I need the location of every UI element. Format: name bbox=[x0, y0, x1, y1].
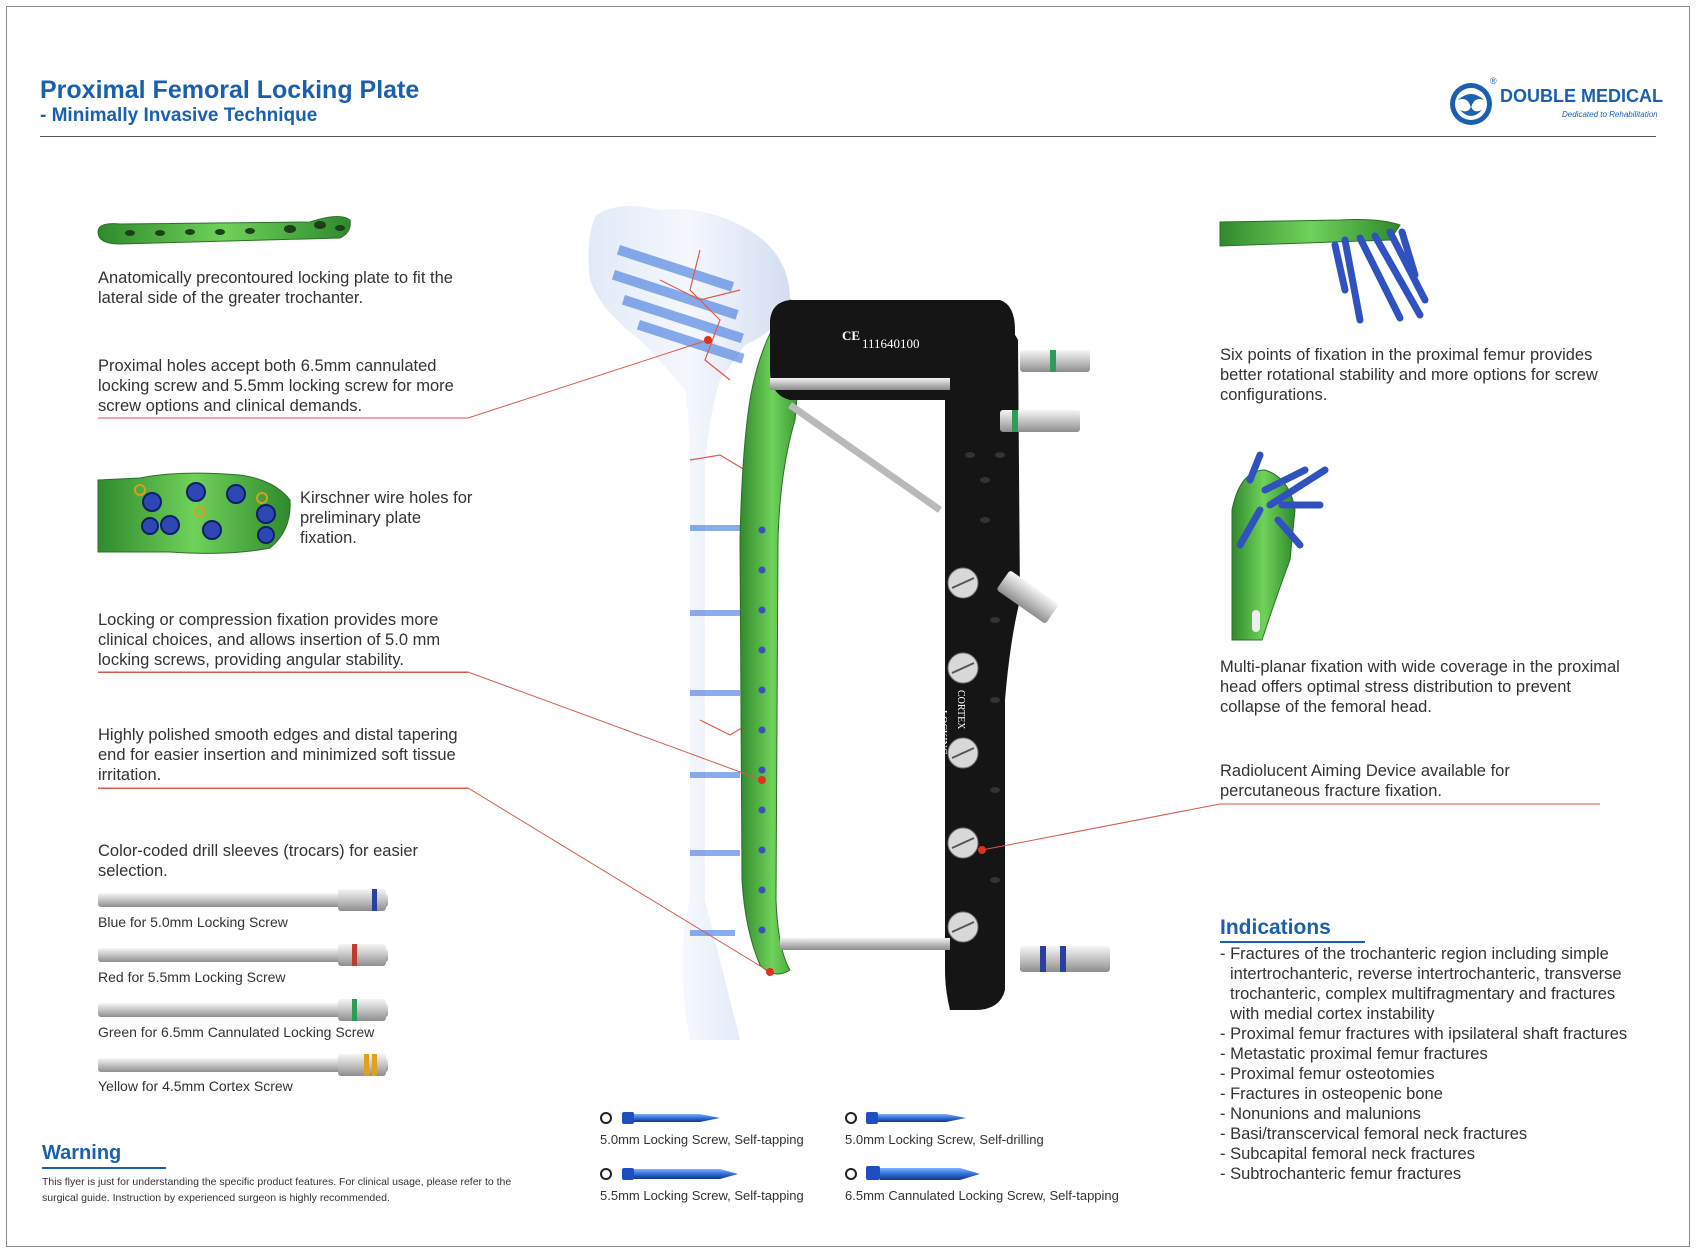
device-locking-label: LOCKING bbox=[937, 710, 948, 755]
indication-item: - Nonunions and malunions bbox=[1220, 1105, 1421, 1123]
indications-heading: Indications bbox=[1220, 916, 1331, 939]
indication-item: - Subcapital femoral neck fractures bbox=[1220, 1145, 1475, 1163]
plate-thumbnail-six-points bbox=[1219, 219, 1429, 324]
double-medical-logo-icon bbox=[1450, 83, 1492, 125]
drill-sleeve-icons bbox=[98, 889, 388, 1076]
callout-dots bbox=[704, 336, 986, 976]
warning-heading: Warning bbox=[42, 1142, 122, 1164]
feature-multiplanar: Multi-planar fixation with wide coverage… bbox=[1220, 658, 1620, 716]
registered-mark: ® bbox=[1490, 76, 1497, 86]
brand-tagline: Dedicated to Rehabilitation bbox=[1562, 110, 1658, 119]
device-ce-mark: CE bbox=[842, 328, 861, 343]
indication-item: - Metastatic proximal femur fractures bbox=[1220, 1045, 1488, 1063]
device-trocar-sleeves bbox=[997, 350, 1110, 972]
feature-color-coded-sleeves: Color-coded drill sleeves (trocars) for … bbox=[98, 842, 419, 880]
screw-caption-55-tapping: 5.5mm Locking Screw, Self-tapping bbox=[600, 1188, 804, 1203]
sleeve-caption-red: Red for 5.5mm Locking Screw bbox=[98, 969, 286, 985]
locking-plate-illustration bbox=[739, 299, 806, 975]
sleeve-caption-yellow: Yellow for 4.5mm Cortex Screw bbox=[98, 1078, 293, 1094]
feature-precontoured: Anatomically precontoured locking plate … bbox=[98, 269, 453, 307]
screw-caption-50-tapping: 5.0mm Locking Screw, Self-tapping bbox=[600, 1132, 804, 1147]
feature-kwire-holes: Kirschner wire holes for preliminary pla… bbox=[300, 489, 473, 547]
feature-underline bbox=[98, 672, 468, 673]
sleeve-caption-green: Green for 6.5mm Cannulated Locking Screw bbox=[98, 1024, 375, 1040]
plate-thumbnail-lateral bbox=[97, 216, 351, 245]
indication-item: - Proximal femur fractures with ipsilate… bbox=[1220, 1025, 1628, 1043]
feature-six-points: Six points of fixation in the proximal f… bbox=[1220, 346, 1598, 404]
feature-locking-compression: Locking or compression fixation provides… bbox=[98, 611, 441, 669]
header-divider bbox=[40, 136, 1656, 137]
page-title: Proximal Femoral Locking Plate bbox=[40, 76, 420, 104]
warning-text: This flyer is just for understanding the… bbox=[42, 1176, 512, 1204]
feature-polished-edges: Highly polished smooth edges and distal … bbox=[98, 726, 458, 784]
brand-logo: ® DOUBLE MEDICAL Dedicated to Rehabilita… bbox=[1446, 76, 1663, 128]
indication-item: - Fractures in osteopenic bone bbox=[1220, 1085, 1443, 1103]
indications-list: - Fractures of the trochanteric region i… bbox=[1220, 944, 1640, 1184]
indications-rule bbox=[1220, 941, 1365, 943]
screw-caption-50-drilling: 5.0mm Locking Screw, Self-drilling bbox=[845, 1132, 1044, 1147]
indication-item: - Basi/transcervical femoral neck fractu… bbox=[1220, 1125, 1528, 1143]
page-frame bbox=[6, 6, 1690, 1247]
femur-illustration bbox=[588, 206, 790, 1040]
feature-aiming-device: Radiolucent Aiming Device available for … bbox=[1220, 762, 1510, 800]
plate-thumbnail-kwire bbox=[97, 472, 291, 554]
device-serial: 111640100 bbox=[862, 336, 920, 351]
indication-item: - Fractures of the trochanteric region i… bbox=[1220, 945, 1622, 1023]
feature-underline bbox=[98, 788, 468, 789]
brand-name: DOUBLE MEDICAL bbox=[1500, 86, 1663, 106]
screw-caption-65-cannulated: 6.5mm Cannulated Locking Screw, Self-tap… bbox=[845, 1188, 1119, 1203]
device-cortex-label: CORTEX bbox=[955, 690, 966, 730]
indication-item: - Subtrochanteric femur fractures bbox=[1220, 1165, 1462, 1183]
sleeve-caption-blue: Blue for 5.0mm Locking Screw bbox=[98, 914, 288, 930]
screw-icons bbox=[600, 1112, 980, 1180]
warning-rule bbox=[42, 1167, 166, 1169]
indication-item: - Proximal femur osteotomies bbox=[1220, 1065, 1435, 1083]
feature-proximal-holes: Proximal holes accept both 6.5mm cannula… bbox=[98, 357, 454, 415]
plate-thumbnail-multiplanar bbox=[1231, 451, 1329, 641]
aiming-device-illustration bbox=[770, 300, 1110, 1010]
page-subtitle: - Minimally Invasive Technique bbox=[40, 105, 318, 126]
